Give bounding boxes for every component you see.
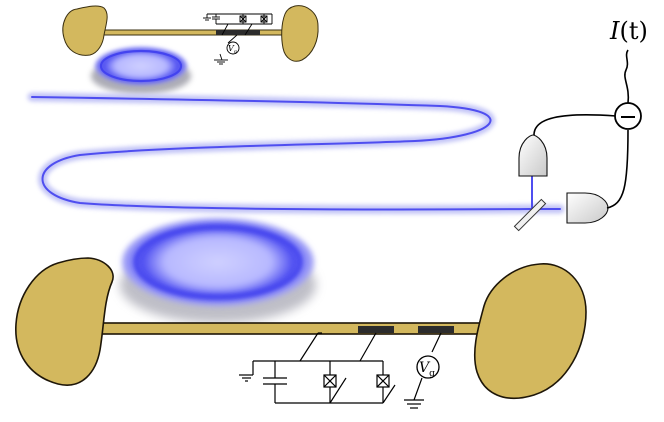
large-electrode-right — [418, 326, 454, 333]
large-pad-left — [15, 257, 114, 386]
large-ring-core — [134, 225, 302, 299]
small-gate-voltage-label: Vg — [228, 44, 238, 55]
detector-top — [518, 134, 548, 177]
current-label: I(t) — [609, 17, 648, 45]
detector-icon — [518, 134, 548, 177]
voltage-source-icon — [416, 355, 440, 379]
small-pad-left — [62, 5, 108, 56]
small-pad-right — [281, 5, 319, 62]
josephson-junction-icon — [376, 374, 390, 388]
detector-wires — [533, 49, 630, 209]
large-resonator: Vg — [15, 218, 587, 409]
small-voltage-source-icon — [226, 41, 240, 55]
small-electrode — [216, 30, 260, 35]
large-ring — [122, 218, 314, 306]
gate-voltage-label: Vg — [419, 360, 435, 379]
small-resonator: Vg — [62, 5, 319, 94]
subtractor-icon — [614, 102, 642, 130]
large-circuit — [239, 332, 442, 409]
small-ring-core — [99, 49, 183, 83]
optical-fiber — [27, 92, 565, 214]
detector-right — [566, 192, 609, 224]
small-beam — [95, 29, 291, 36]
large-electrode-left — [358, 326, 394, 333]
large-pad-right — [473, 263, 587, 400]
detector-icon — [566, 192, 609, 224]
beam-splitter-icon — [513, 198, 547, 232]
small-circuit — [203, 13, 273, 65]
josephson-junction-icon — [323, 374, 337, 388]
small-ring — [95, 47, 187, 85]
